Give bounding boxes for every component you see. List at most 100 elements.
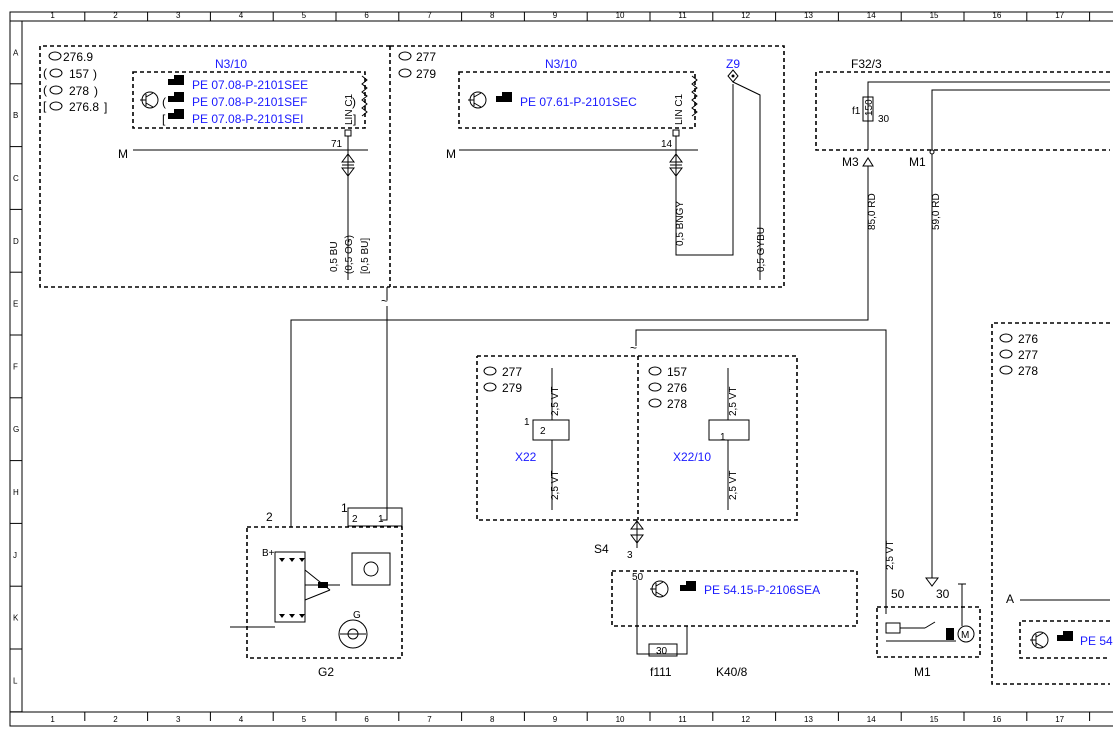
wire [732, 81, 761, 280]
pin-number: 3 [627, 550, 633, 561]
wire [290, 166, 869, 527]
variant-code: 157 [667, 365, 687, 379]
engine-variant-icon [999, 349, 1013, 359]
engine-variant-icon [48, 51, 62, 61]
terminal-inner-label: 2 [352, 514, 358, 525]
transistor-icon [650, 580, 669, 598]
pin-number: 1 [720, 432, 726, 443]
grid-row-label: K [13, 614, 19, 623]
pin-number: 2 [540, 426, 546, 437]
busbar [931, 89, 1110, 150]
grid-column-label-bottom: 11 [678, 715, 687, 724]
grid-column-label-top: 3 [176, 11, 181, 20]
grid-column-label-top: 4 [239, 11, 244, 20]
engine-variant-icon [49, 68, 63, 78]
wire [636, 580, 688, 655]
fuse-rating: 30 [878, 114, 890, 125]
ref-link[interactable]: PE 54.15-P-2106SEA [704, 583, 820, 597]
wire-label: 59,0 RD [931, 193, 942, 230]
component-m1-label: M1 [914, 665, 931, 679]
component-x22-label: X22 [515, 450, 537, 464]
variant-code: 277 [502, 365, 522, 379]
bracket: ( [162, 95, 166, 109]
grid-column-label-top: 6 [364, 11, 369, 20]
ref-link[interactable]: PE 07.08-P-2101SEF [192, 95, 307, 109]
wire [381, 306, 388, 521]
grid-column-labels: 1122334455667788991010111112121313141415… [50, 11, 1091, 724]
wire-label: 2,5 VT [885, 541, 896, 570]
grid-row-label: L [13, 676, 18, 685]
splice-label: Z9 [726, 57, 740, 71]
n3-10-module-box [132, 71, 366, 129]
component-g2-label: G2 [318, 665, 334, 679]
variant-code: 277 [416, 50, 436, 64]
engine-variant-icon [398, 68, 412, 78]
bracket: ) [352, 95, 356, 109]
k40-8-module-box [611, 570, 858, 627]
terminal-label: 2 [266, 510, 273, 524]
grid-column-label-top: 13 [804, 11, 813, 20]
transistor-icon [140, 91, 159, 109]
grid-column-label-bottom: 12 [741, 715, 750, 724]
grid-column-label-top: 11 [678, 11, 687, 20]
grid-row-label: E [13, 300, 18, 309]
component-n3-10-label: N3/10 [545, 57, 577, 71]
wire-label: 2,5 VT [728, 387, 739, 416]
wire-label: 85,0 RD [867, 193, 878, 230]
bracket: ) [93, 67, 97, 81]
grid-row-label: D [13, 237, 19, 246]
regulator-transistor-icon [351, 552, 391, 586]
engine-variant-icon [49, 101, 63, 111]
m1-component-box [876, 606, 981, 658]
ref-link[interactable]: PE 54.21-P-2... [1080, 634, 1113, 648]
connector-icon [862, 157, 874, 167]
pin-number: 1 [524, 417, 530, 428]
grid-column-label-bottom: 2 [113, 715, 118, 724]
diode-bridge-icon [274, 551, 306, 623]
engine-variant-icon [483, 382, 497, 392]
grid-row-label: J [13, 551, 17, 560]
grid-column-label-top: 1 [50, 11, 55, 20]
hand-pointer-icon [1057, 631, 1073, 641]
ref-link[interactable]: PE 07.08-P-2101SEI [192, 112, 303, 126]
grid-column-label-bottom: 10 [616, 715, 625, 724]
pin-terminal [344, 129, 352, 137]
bracket: ( [43, 83, 47, 97]
x22-block-border [476, 355, 798, 521]
grid-row-label: F [13, 362, 18, 371]
g-label: G [353, 610, 361, 621]
right-block-border [991, 322, 1110, 685]
variant-code: 276 [1018, 332, 1038, 346]
variant-code: 276.9 [63, 50, 93, 64]
engine-variant-icon [999, 365, 1013, 375]
variant-code: 277 [1018, 348, 1038, 362]
terminal-label: 50 [891, 587, 905, 601]
connector-icon [925, 577, 939, 587]
wire-label: 0,5 BNGY [675, 201, 686, 246]
pin-number: 14 [661, 139, 673, 150]
terminal-block [347, 507, 403, 527]
motor-icon: M [957, 625, 975, 643]
engine-variant-icon [49, 85, 63, 95]
starter-solenoid-icon [885, 621, 956, 642]
ref-link[interactable]: PE 07.08-P-2101SEE [192, 78, 308, 92]
component-k40-8-label: K40/8 [716, 665, 748, 679]
grid-column-label-top: 5 [302, 11, 307, 20]
wire-label: 0,5 BU [329, 241, 340, 272]
grid-column-label-top: 15 [930, 11, 939, 20]
fuse-inner-label: 150 [864, 99, 875, 116]
fuse-id: f111 [650, 665, 672, 679]
bracket: [ [162, 112, 166, 126]
ref-link[interactable]: PE 07.61-P-2101SEC [520, 95, 637, 109]
variant-code: 276.8 [69, 100, 99, 114]
hand-pointer-icon [496, 92, 512, 102]
pin-number: 50 [632, 572, 644, 583]
right-module-box [1019, 620, 1110, 659]
variant-code: 279 [416, 67, 436, 81]
busbar [867, 81, 1110, 150]
bplus-label: B+ [262, 548, 275, 559]
break-mark [361, 75, 368, 117]
bracket: ] [104, 100, 107, 114]
